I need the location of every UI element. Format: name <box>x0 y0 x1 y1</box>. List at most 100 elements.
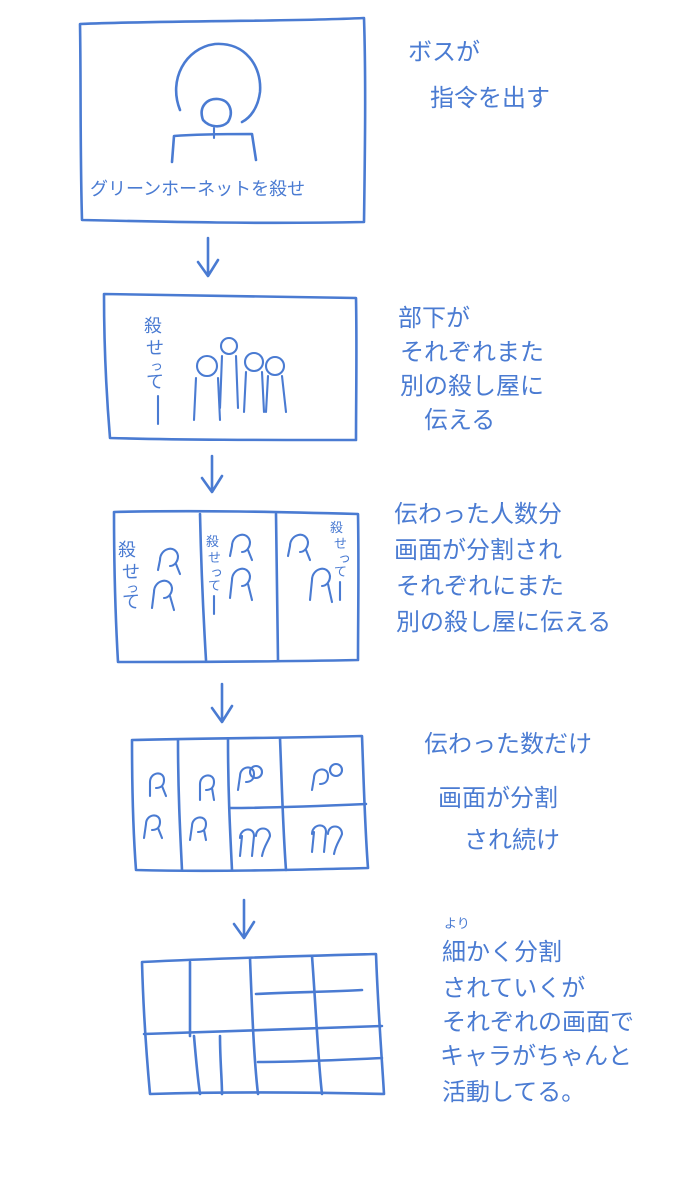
henchman-2-body <box>218 354 240 410</box>
panel-2-speech-char-4: て <box>146 372 164 393</box>
panel-3-figures <box>150 533 334 612</box>
panel-3-speech-b-char-4: て <box>208 579 221 594</box>
henchman-1-head <box>195 354 219 378</box>
figure-3c-2 <box>308 567 334 604</box>
panel-2-frame <box>102 292 358 442</box>
panel-5-line-2 <box>248 956 260 1096</box>
figure-4-9 <box>238 828 256 858</box>
panel-1: グリーンホーネットを殺せ ボスが 指令を出す <box>78 16 550 225</box>
boss-head <box>174 42 262 124</box>
panel-3-speech-a-char-1: 殺 <box>118 540 136 561</box>
panel-4-divider-3 <box>278 736 288 872</box>
panel-5-line-5 <box>254 988 364 996</box>
panel-3-speech-b-char-1: 殺 <box>206 535 219 550</box>
panel-5-note-line-1: より <box>444 917 470 932</box>
panel-4-divider-1 <box>176 738 184 872</box>
panel-4-figures <box>142 762 344 858</box>
boss-figure <box>170 42 262 164</box>
figure-4-11 <box>310 824 328 854</box>
panel-4-note-line-1: 伝わった数だけ <box>424 730 592 758</box>
panel-5-note-line-3: されていくが <box>442 974 585 1002</box>
figure-4-3 <box>198 774 216 802</box>
panel-3-note-line-2: 画面が分割され <box>394 536 562 564</box>
henchman-4-body <box>264 374 288 414</box>
boss-shoulders <box>170 132 258 164</box>
panel-3-frame <box>112 509 360 664</box>
panel-2-note-line-4: 伝える <box>424 406 495 434</box>
panel-5-note-line-4: それぞれの画面で <box>442 1008 634 1036</box>
panel-2-note-line-3: 別の殺し屋に <box>400 372 544 400</box>
panel-2-speech: 殺 せ っ て <box>144 316 164 426</box>
flow-arrow-2 <box>200 454 224 494</box>
boss-face <box>200 97 232 128</box>
panel-3-speech-c-char-3: っ <box>338 551 351 566</box>
boss-caption: グリーンホーネットを殺せ <box>90 179 305 200</box>
panel-1-note-line-1: ボスが <box>408 38 480 66</box>
panel-3-speech-a-char-2: せ <box>122 562 140 583</box>
figure-4-6-head <box>248 764 264 780</box>
panel-4-frame <box>130 734 370 873</box>
panel-2-note-line-1: 部下が <box>398 304 470 332</box>
henchman-1-body <box>192 376 222 422</box>
panel-3-speech-b: 殺 せ っ て <box>206 535 223 616</box>
figure-3a-1 <box>156 547 182 576</box>
figure-4-5 <box>236 766 256 792</box>
panel-2-speech-char-1: 殺 <box>144 316 162 337</box>
panel-4-note-line-3: され続け <box>464 826 560 854</box>
panel-3-speech-a-char-4: て <box>122 592 140 613</box>
henchman-4-head <box>264 355 286 377</box>
panel-5-note-line-2: 細かく分割 <box>442 938 562 966</box>
panel-2: 殺 せ っ て 部下が それぞれまた 別の殺し屋に 伝える <box>102 292 544 442</box>
panel-3-speech-b-char-3: っ <box>210 565 223 580</box>
panel-2-speech-char-3: っ <box>150 359 163 374</box>
panel-3-speech-a-char-3: っ <box>126 581 139 596</box>
flow-arrow-4 <box>232 898 256 940</box>
panel-3-speech-a: 殺 せ っ て <box>118 540 140 613</box>
figure-4-12 <box>326 825 344 856</box>
panel-2-note-line-2: それぞれまた <box>400 338 544 366</box>
panel-5-line-6 <box>256 1056 384 1064</box>
figure-4-1 <box>148 772 168 798</box>
flow-arrow-3 <box>210 682 234 724</box>
panel-1-note-line-2: 指令を出す <box>430 84 550 112</box>
panel-5-frame <box>140 952 386 1096</box>
figure-4-2 <box>142 814 164 840</box>
panel-5-line-7 <box>192 1034 202 1096</box>
panel-3: 殺 せ っ て 殺 せ っ て 殺 せ っ て 伝わった人数分 画面が <box>112 500 611 664</box>
figure-3b-2 <box>228 567 254 602</box>
henchman-2-head <box>219 336 239 356</box>
panel-5-note-line-6: 活動してる。 <box>442 1078 585 1106</box>
panel-2-speech-char-2: せ <box>146 338 164 359</box>
henchman-3-body <box>242 370 266 414</box>
panel-2-henchmen <box>192 336 288 422</box>
panel-4-divider-2 <box>226 738 234 872</box>
figure-3c-1 <box>286 533 312 562</box>
figure-3a-2 <box>150 579 176 612</box>
panel-5-note-line-5: キャラがちゃんと <box>440 1042 632 1070</box>
figure-4-8-head <box>328 762 344 778</box>
panel-3-divider-2 <box>274 512 280 662</box>
panel-3-speech-c-char-2: せ <box>334 537 347 552</box>
panel-3-speech-c: 殺 せ っ て <box>330 521 351 602</box>
figure-3b-1 <box>228 533 254 562</box>
figure-4-7 <box>310 768 330 792</box>
panel-3-speech-c-char-1: 殺 <box>330 521 343 536</box>
panel-5-line-3 <box>310 954 324 1096</box>
figure-4-10 <box>254 827 272 858</box>
figure-4-4 <box>188 816 208 842</box>
panel-5-line-8 <box>218 1034 224 1096</box>
panel-3-note-line-3: それぞれにまた <box>396 572 564 600</box>
flow-arrow-1 <box>196 236 220 278</box>
panel-4-divider-4 <box>228 802 368 810</box>
panel-4: 伝わった数だけ 画面が分割 され続け <box>130 730 592 873</box>
panel-5-line-4 <box>142 1024 384 1036</box>
panel-3-speech-b-char-2: せ <box>208 551 221 566</box>
panel-1-frame <box>78 16 367 225</box>
henchman-3-head <box>243 351 265 373</box>
panel-4-note-line-2: 画面が分割 <box>438 784 558 812</box>
panel-3-note-line-1: 伝わった人数分 <box>394 500 562 528</box>
panel-3-note-line-4: 別の殺し屋に伝える <box>396 608 611 636</box>
panel-3-speech-c-char-4: て <box>334 565 347 580</box>
panel-5: より 細かく分割 されていくが それぞれの画面で キャラがちゃんと 活動してる。 <box>140 917 634 1106</box>
